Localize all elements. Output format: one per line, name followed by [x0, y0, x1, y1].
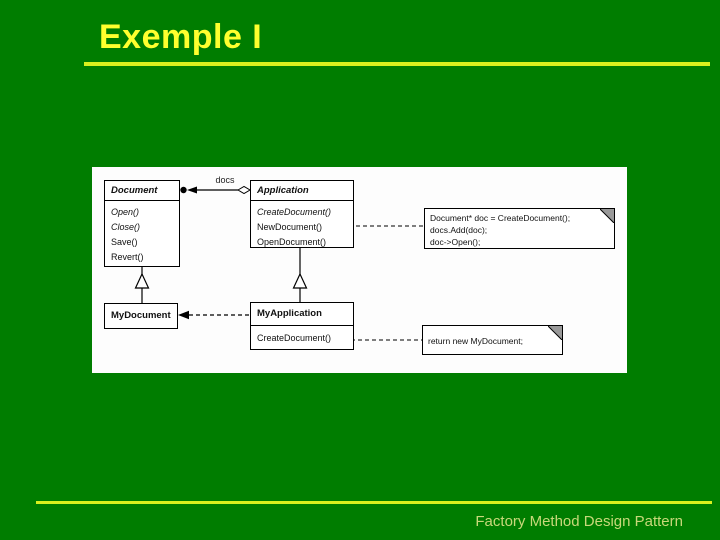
footer-text: Factory Method Design Pattern	[475, 513, 683, 530]
aggregation-diamond-icon	[237, 185, 251, 195]
class-application: Application CreateDocument() NewDocument…	[250, 180, 354, 248]
inheritance-triangle-icon	[292, 272, 308, 289]
association-arrowhead-icon	[187, 186, 197, 194]
method-row: Save()	[111, 237, 138, 247]
class-title: MyDocument	[111, 310, 171, 321]
inheritance-triangle-icon	[134, 272, 150, 289]
title-rule	[84, 62, 710, 66]
method-row: CreateDocument()	[257, 333, 332, 343]
note-fold-icon	[600, 209, 614, 223]
class-my-application: MyApplication CreateDocument()	[250, 302, 354, 350]
method-row: Open()	[111, 207, 140, 217]
class-document: Document Open() Close() Save() Revert()	[104, 180, 180, 267]
method-row: Revert()	[111, 252, 144, 262]
many-ball-icon	[180, 186, 187, 194]
diagram-panel: docs Document Open() Close() Save() Reve…	[92, 167, 627, 373]
uml-connectors	[134, 185, 424, 344]
note-fold-icon	[548, 326, 562, 340]
note-line: docs.Add(doc);	[430, 225, 488, 235]
dependency-arrowhead-icon	[178, 310, 189, 320]
class-title: Application	[251, 181, 353, 201]
class-my-document: MyDocument	[104, 303, 178, 329]
method-row: CreateDocument()	[257, 207, 332, 217]
note-line: Document* doc = CreateDocument();	[430, 213, 571, 223]
method-row: NewDocument()	[257, 222, 323, 232]
note-line: doc->Open();	[430, 237, 481, 247]
docs-association-label: docs	[215, 175, 235, 185]
footer-rule	[36, 501, 712, 504]
class-title: Document	[105, 181, 179, 201]
note-create-document: Document* doc = CreateDocument(); docs.A…	[424, 208, 615, 249]
method-row: OpenDocument()	[257, 237, 327, 247]
note-line: return new MyDocument;	[428, 336, 523, 346]
class-methods: CreateDocument()	[251, 326, 353, 346]
note-return-my-document: return new MyDocument;	[422, 325, 563, 355]
class-methods: Open() Close() Save() Revert()	[105, 201, 179, 265]
class-title: MyApplication	[251, 303, 353, 326]
page-title: Exemple I	[99, 18, 263, 56]
method-row: Close()	[111, 222, 141, 232]
class-methods: CreateDocument() NewDocument() OpenDocum…	[251, 201, 353, 250]
